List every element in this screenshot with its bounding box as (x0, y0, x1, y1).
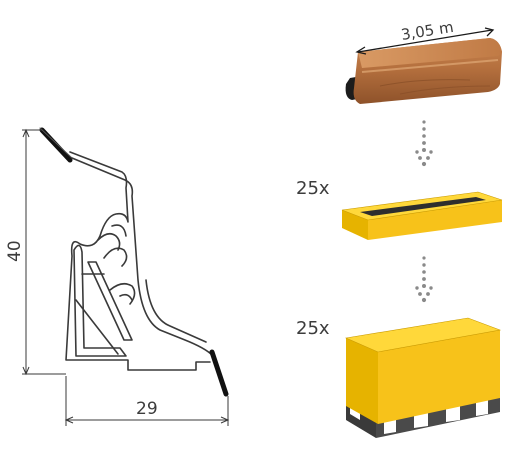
quantity-label-pallet: 25x (296, 318, 330, 339)
pallet-box-icon (344, 317, 502, 438)
quantity-label-carton: 25x (296, 178, 330, 199)
outer-contour (71, 157, 213, 356)
down-arrow-icon (415, 120, 433, 167)
profile-bar-icon (345, 27, 502, 104)
height-label: 40 (5, 240, 25, 262)
profile-cross-section (39, 127, 229, 397)
height-dimension (22, 128, 66, 376)
top-lip (39, 127, 73, 163)
down-arrow-icon (415, 256, 433, 303)
clip-chamber (73, 244, 127, 357)
bottom-lip (209, 349, 229, 397)
width-label: 29 (136, 399, 158, 419)
inner-contour (65, 151, 211, 371)
width-dimension (64, 376, 230, 426)
carton-box-icon (341, 191, 503, 240)
